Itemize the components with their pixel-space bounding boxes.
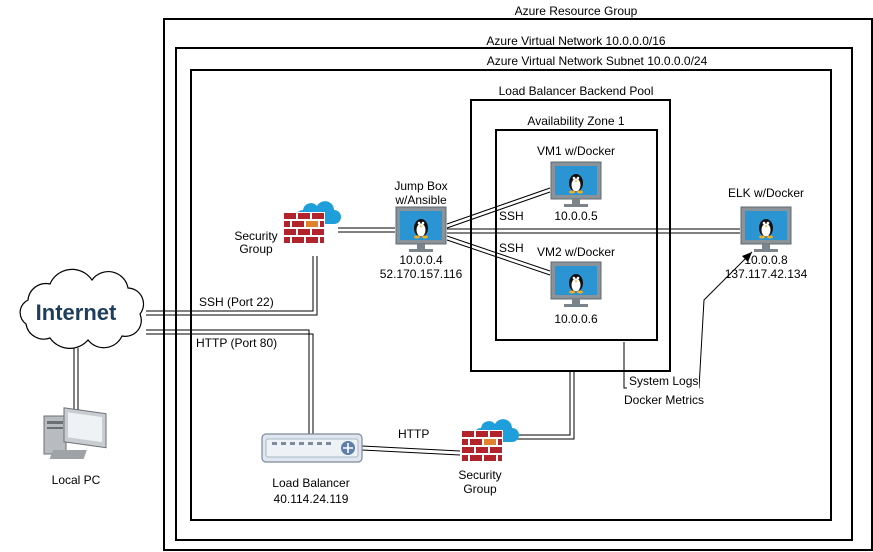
vm1-name: VM1 w/Docker [537, 144, 615, 158]
vm2-name: VM2 w/Docker [537, 245, 615, 259]
system-logs-label-bg [627, 374, 699, 389]
resource-group-box [163, 18, 873, 551]
jump-box-name-line2: w/Ansible [394, 193, 447, 207]
ssh-vm1-label: SSH [499, 209, 524, 223]
backend-pool-label: Load Balancer Backend Pool [499, 84, 654, 98]
jump-box-public-ip: 52.170.157.116 [380, 267, 463, 281]
ssh-vm2-label: SSH [499, 241, 524, 255]
vm1-monitor-icon [550, 161, 602, 208]
security-group-bottom-line2: Group [463, 482, 497, 496]
jump-box-name-line1: Jump Box [394, 179, 447, 193]
security-group-top-line2: Group [239, 242, 273, 256]
vm2-monitor-icon [550, 261, 602, 308]
subnet-box [190, 69, 832, 521]
firewall-icon [283, 201, 341, 246]
vnet-label: Azure Virtual Network 10.0.0.0/16 [486, 34, 666, 48]
vm1-ip: 10.0.0.5 [554, 209, 598, 223]
system-logs-label: System Logs [629, 374, 698, 388]
load-balancer-icon [261, 433, 363, 463]
jump-box-ip: 10.0.0.4 [399, 253, 443, 267]
http-port-label: HTTP (Port 80) [196, 336, 277, 350]
vm2-ip: 10.0.0.6 [554, 312, 598, 326]
connectors [73, 187, 753, 456]
ssh-port-label: SSH (Port 22) [199, 295, 274, 309]
arrowhead [742, 252, 752, 262]
jump-box-monitor-icon [395, 206, 447, 253]
elk-name: ELK w/Docker [728, 186, 804, 200]
availability-zone-label: Availability Zone 1 [527, 114, 624, 128]
security-group-top-line1: Security [234, 229, 277, 243]
internet-label: Internet [36, 300, 117, 325]
local-pc-label: Local PC [52, 473, 101, 487]
backend-pool-box [470, 99, 671, 372]
elk-public-ip: 137.117.42.134 [725, 267, 808, 281]
load-balancer-name: Load Balancer [272, 476, 349, 490]
http-lb-label: HTTP [398, 427, 429, 441]
local-pc-icon [43, 407, 107, 459]
elk-monitor-icon [740, 206, 792, 253]
elk-ip: 10.0.0.8 [744, 253, 788, 267]
internet-cloud: Internet [19, 268, 145, 349]
availability-zone-box [495, 129, 658, 341]
vnet-box [175, 47, 853, 541]
load-balancer-ip: 40.114.24.119 [274, 492, 349, 506]
security-group-bottom-line1: Security [458, 468, 501, 482]
docker-metrics-label: Docker Metrics [624, 393, 704, 407]
resource-group-label: Azure Resource Group [515, 4, 638, 18]
subnet-label: Azure Virtual Network Subnet 10.0.0.0/24 [487, 54, 708, 68]
firewall-icon [461, 419, 519, 464]
